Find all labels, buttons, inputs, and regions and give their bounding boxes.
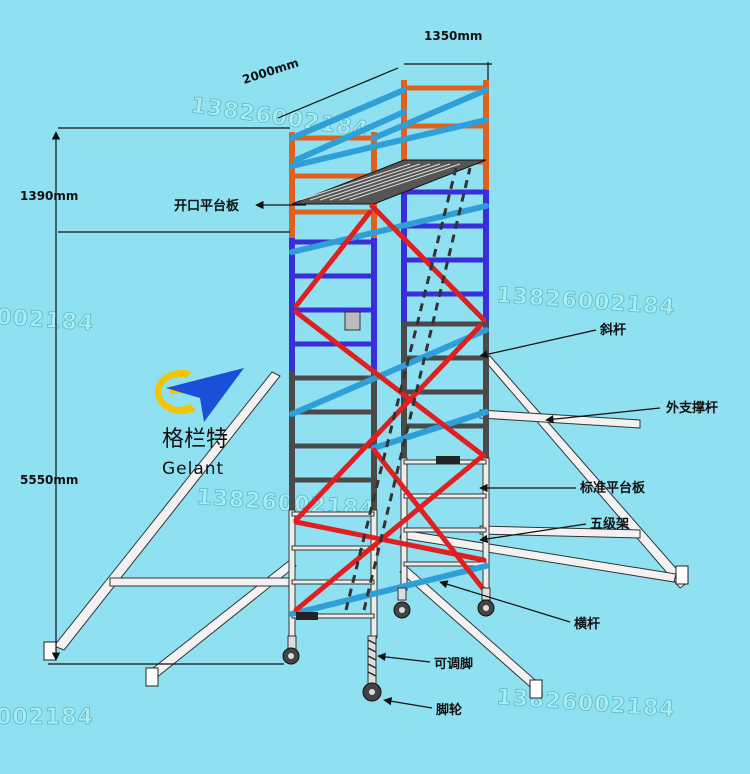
guard-rails [289, 87, 489, 617]
leader-adjustable-leg [377, 652, 431, 663]
label-diagonal-brace: 斜杆 [599, 322, 626, 338]
brand-name-cn: 格栏特 [162, 427, 228, 452]
logo-mark-icon [155, 368, 244, 422]
internal-stairs [296, 167, 472, 620]
brand-logo: 格栏特 Gelant [155, 368, 244, 479]
watermark-center: 13826002184 [196, 485, 377, 522]
dim-depth-label: 1350mm [424, 29, 482, 43]
adjustable-leg-thread [367, 639, 377, 677]
watermark-left-mid: 002184 [0, 305, 95, 337]
label-outrigger: 外支撑杆 [665, 400, 718, 416]
outrigger-left-tie [109, 577, 291, 587]
watermark-right-bottom: 13826002184 [496, 685, 677, 722]
outriggers [53, 355, 689, 693]
diagonal-braces [293, 203, 487, 613]
dim-width-line [277, 67, 399, 119]
leader-horizontal [439, 580, 571, 623]
label-standard-platform: 标准平台板 [579, 480, 646, 496]
callout-leaders [255, 200, 661, 709]
leg-back-left [397, 587, 407, 601]
outrigger-feet [43, 565, 689, 699]
label-five-rung-frame: 五级架 [590, 516, 629, 532]
watermark-right-mid: 13826002184 [496, 283, 677, 320]
dim-width-label: 2000mm [241, 55, 301, 86]
watermark-left-bottom: 002184 [0, 705, 94, 730]
outrigger-foot-front-right [529, 679, 543, 699]
leader-diagonal [479, 329, 597, 359]
outrigger-foot-right [675, 565, 689, 585]
legs-and-casters [282, 587, 495, 702]
outrigger-foot-front-left [145, 667, 159, 687]
leader-outrigger [545, 407, 661, 424]
label-caster: 脚轮 [436, 702, 462, 718]
dim-total-height-label: 5550mm [20, 473, 78, 487]
leg-back-right [481, 587, 491, 601]
dim-top-height-label: 1390mm [20, 189, 78, 203]
front-frame [288, 132, 378, 639]
trapdoor-platform-board [291, 159, 487, 205]
leader-five-rung [479, 523, 587, 544]
leader-caster [383, 697, 433, 709]
label-trapdoor-platform: 开口平台板 [174, 198, 240, 214]
label-adjustable-leg: 可调脚 [434, 656, 473, 672]
dimension-lines [48, 62, 492, 665]
outrigger-foot-left [43, 641, 57, 661]
brand-name-en: Gelant [162, 459, 224, 479]
label-horizontal-brace: 横杆 [574, 616, 600, 632]
